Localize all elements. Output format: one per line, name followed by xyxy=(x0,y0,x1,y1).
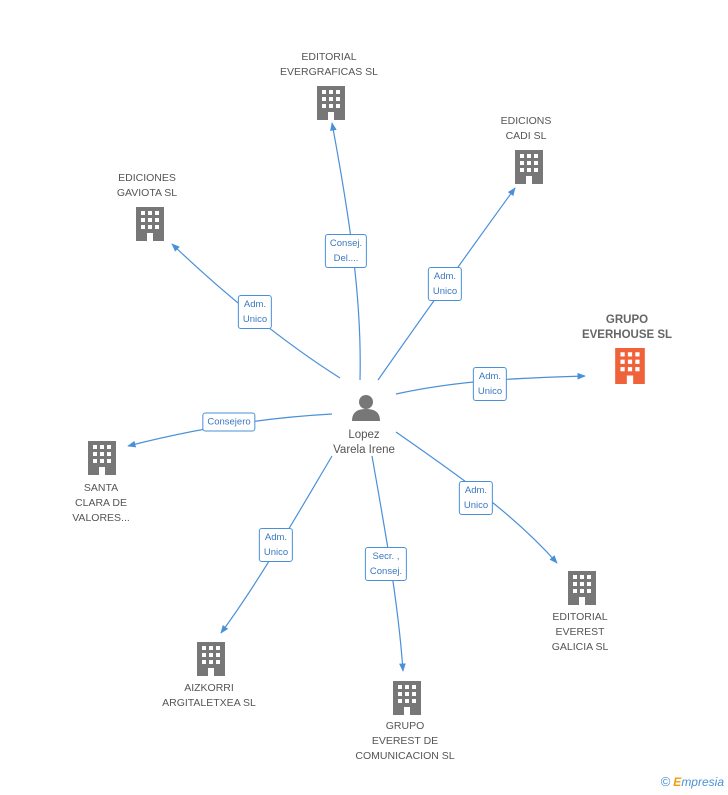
person-icon xyxy=(352,395,380,421)
node-grupo-everhouse[interactable]: GRUPO EVERHOUSE SL xyxy=(582,313,672,343)
building-icon xyxy=(393,681,421,715)
edge-label-line: Unico xyxy=(477,386,503,397)
node-label-line: EVEREST DE xyxy=(371,735,439,747)
node-label-line: GAVIOTA SL xyxy=(116,187,178,199)
brand-name: mpresia xyxy=(681,775,724,789)
edge-label-line: Consej. xyxy=(369,566,403,577)
edge-label-line: Adm. xyxy=(464,485,488,496)
node-label-line: VALORES... xyxy=(72,512,130,524)
edge-label-line: Adm. xyxy=(433,271,457,282)
edge-label-line: Adm. xyxy=(243,299,267,310)
node-label-line: ARGITALETXEA SL xyxy=(162,697,256,709)
edge-label-line: Unico xyxy=(242,314,268,325)
node-edicions-cadi[interactable]: EDICIONS CADI SL xyxy=(501,114,552,144)
node-label-line: CADI SL xyxy=(505,130,547,142)
empresia-logo[interactable]: ©Empresia xyxy=(661,774,724,789)
copyright-icon: © xyxy=(660,774,671,789)
building-icon xyxy=(197,642,225,676)
node-label-line: GALICIA SL xyxy=(551,641,609,653)
node-aizkorri[interactable]: AIZKORRI ARGITALETXEA SL xyxy=(162,681,256,711)
node-label-line: GRUPO xyxy=(385,720,425,732)
person-name[interactable]: Lopez Varela Irene xyxy=(333,428,395,458)
node-label-line: EDICIONES xyxy=(118,172,176,184)
building-icon xyxy=(568,571,596,605)
edge-label-line: Adm. xyxy=(478,371,502,382)
edge-label-grupo-everest[interactable]: Secr. , Consej. xyxy=(364,547,408,581)
edge-label-line: Del.... xyxy=(333,253,359,264)
person-name-line1: Lopez xyxy=(348,429,380,441)
edge-label-line: Consejero xyxy=(207,416,251,428)
node-label-line: CLARA DE xyxy=(75,497,127,509)
edge-label-everhouse[interactable]: Adm. Unico xyxy=(472,367,508,401)
node-label-line: EVERGRAFICAS SL xyxy=(279,66,379,78)
node-label-line: EDICIONS xyxy=(500,115,552,127)
edge-label-line: Unico xyxy=(263,547,289,558)
node-label-line: EVERHOUSE SL xyxy=(581,329,673,341)
brand-initial: E xyxy=(673,775,682,789)
edge-label-line: Secr. , xyxy=(372,551,400,562)
building-icon xyxy=(88,441,116,475)
node-santa-clara[interactable]: SANTA CLARA DE VALORES... xyxy=(72,481,130,526)
edge-label-cadi[interactable]: Adm. Unico xyxy=(427,267,463,301)
building-icon xyxy=(515,150,543,184)
building-icon xyxy=(615,348,645,384)
edge-label-line: Adm. xyxy=(264,532,288,543)
edge-label-aizkorri[interactable]: Adm. Unico xyxy=(258,528,294,562)
node-editorial-everest-galicia[interactable]: EDITORIAL EVEREST GALICIA SL xyxy=(552,610,609,655)
person-name-line2: Varela Irene xyxy=(333,444,395,456)
edge-label-santa-clara[interactable]: Consejero xyxy=(202,412,256,432)
node-ediciones-gaviota[interactable]: EDICIONES GAVIOTA SL xyxy=(117,171,177,201)
building-icon xyxy=(136,207,164,241)
node-label-line: GRUPO xyxy=(605,314,649,326)
node-label-line: SANTA xyxy=(83,482,119,494)
node-grupo-everest[interactable]: GRUPO EVEREST DE COMUNICACION SL xyxy=(355,719,454,764)
node-label-line: EDITORIAL xyxy=(552,611,608,623)
node-label-line: EVEREST xyxy=(555,626,605,638)
node-label-line: COMUNICACION SL xyxy=(355,750,455,762)
building-icon xyxy=(317,86,345,120)
edge-label-everest-galicia[interactable]: Adm. Unico xyxy=(458,481,494,515)
node-editorial-evergraficas[interactable]: EDITORIAL EVERGRAFICAS SL xyxy=(280,50,378,80)
edge-label-line: Consej. xyxy=(329,238,363,249)
edge-label-line: Unico xyxy=(432,286,458,297)
edge-label-evergraficas[interactable]: Consej. Del.... xyxy=(324,234,368,268)
edge-label-line: Unico xyxy=(463,500,489,511)
node-label-line: AIZKORRI xyxy=(184,682,234,694)
node-label-line: EDITORIAL xyxy=(301,51,357,63)
edge-label-gaviota[interactable]: Adm. Unico xyxy=(237,295,273,329)
